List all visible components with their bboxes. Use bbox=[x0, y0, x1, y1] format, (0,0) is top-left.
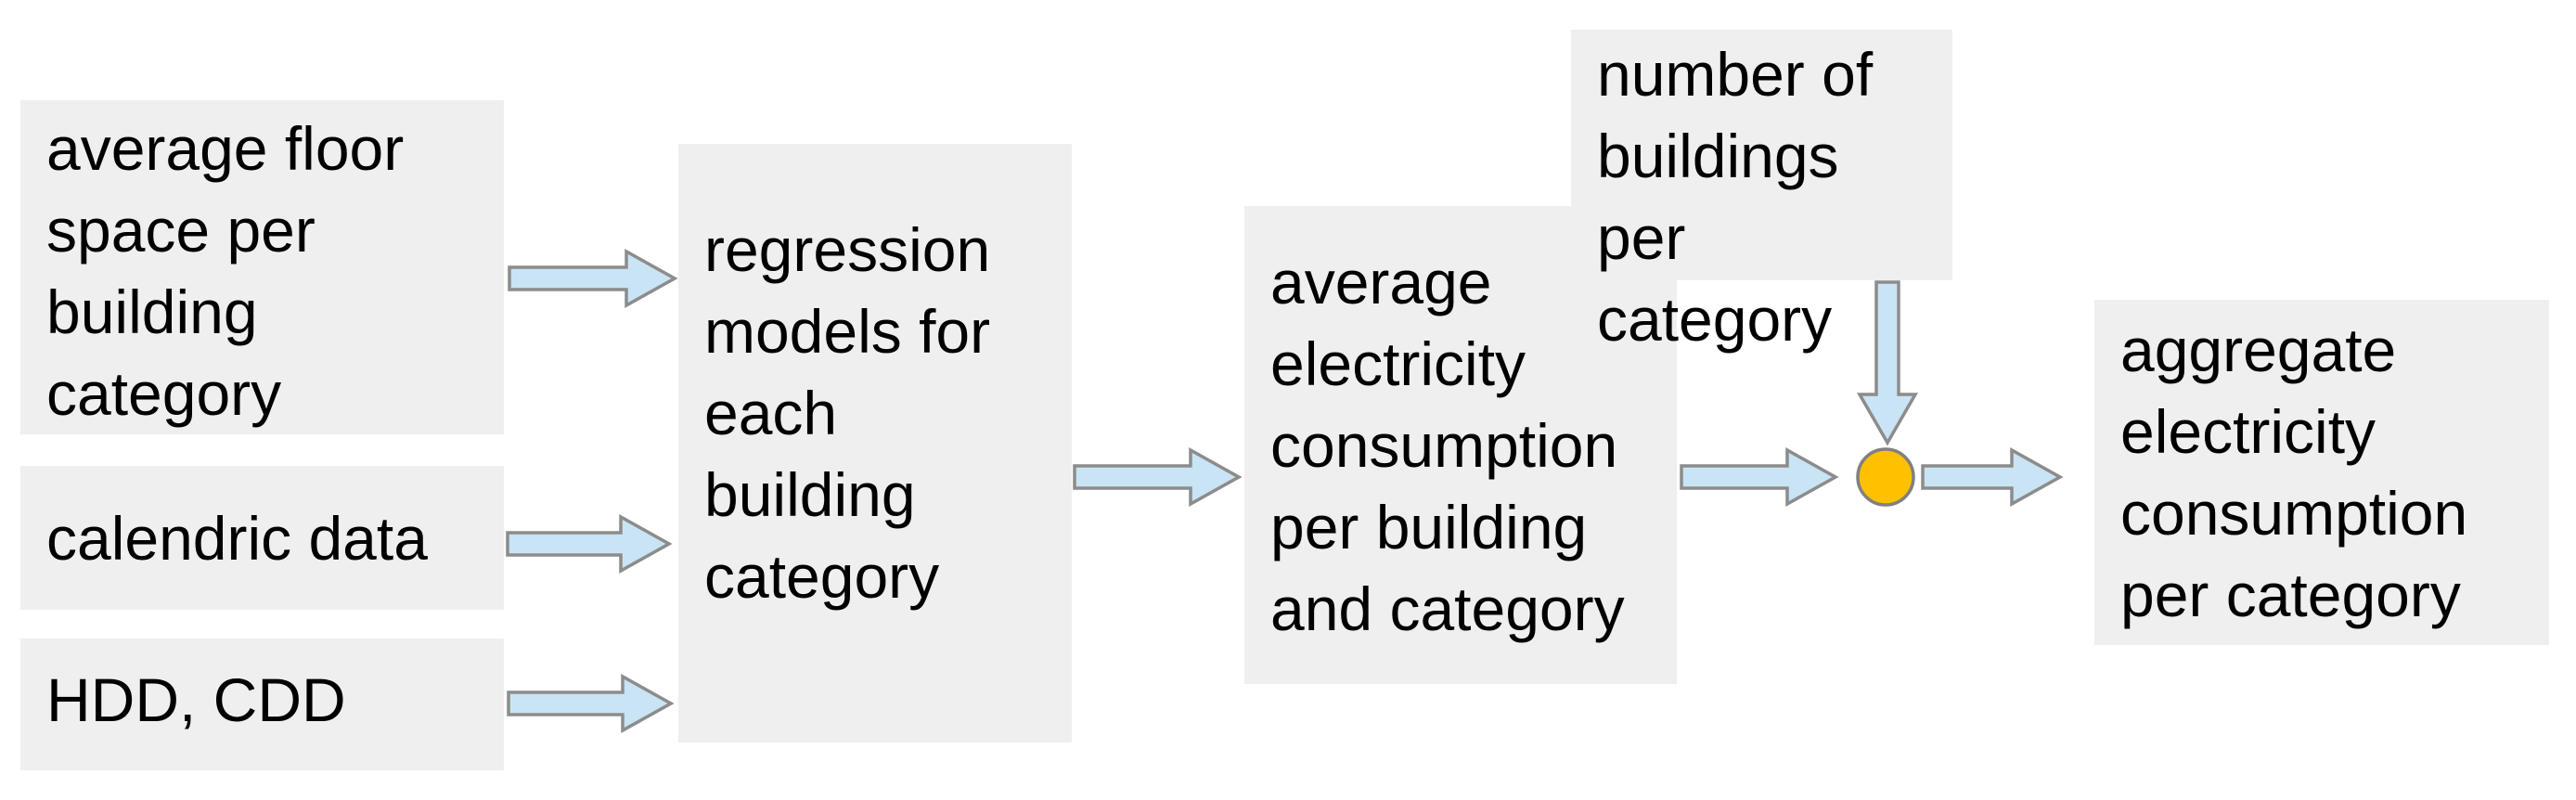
node-aggregate-electricity-consumption: aggregate electricity consumption per ca… bbox=[2094, 300, 2549, 645]
arrow-num-buildings-to-junction-icon bbox=[1856, 280, 1919, 446]
arrow-junction-to-aggregate-icon bbox=[1921, 447, 2064, 507]
arrow-floor-to-regression-icon bbox=[508, 249, 678, 308]
node-average-floor-space: average floor space per building categor… bbox=[20, 100, 504, 434]
node-calendric-data: calendric data bbox=[20, 466, 504, 610]
arrow-avg-elec-to-junction-icon bbox=[1680, 447, 1839, 507]
junction-node-icon bbox=[1856, 447, 1915, 507]
node-number-of-buildings: number of buildings per category bbox=[1571, 30, 1952, 354]
arrow-calendric-to-regression-icon bbox=[506, 514, 673, 574]
arrow-regression-to-avg-elec-icon bbox=[1073, 447, 1243, 507]
arrow-hdd-to-regression-icon bbox=[507, 674, 675, 733]
node-hdd-cdd: HDD, CDD bbox=[20, 639, 504, 770]
node-regression-models: regression models for each building cate… bbox=[678, 144, 1072, 742]
node-average-electricity-consumption: average electricity consumption per buil… bbox=[1244, 206, 1677, 684]
